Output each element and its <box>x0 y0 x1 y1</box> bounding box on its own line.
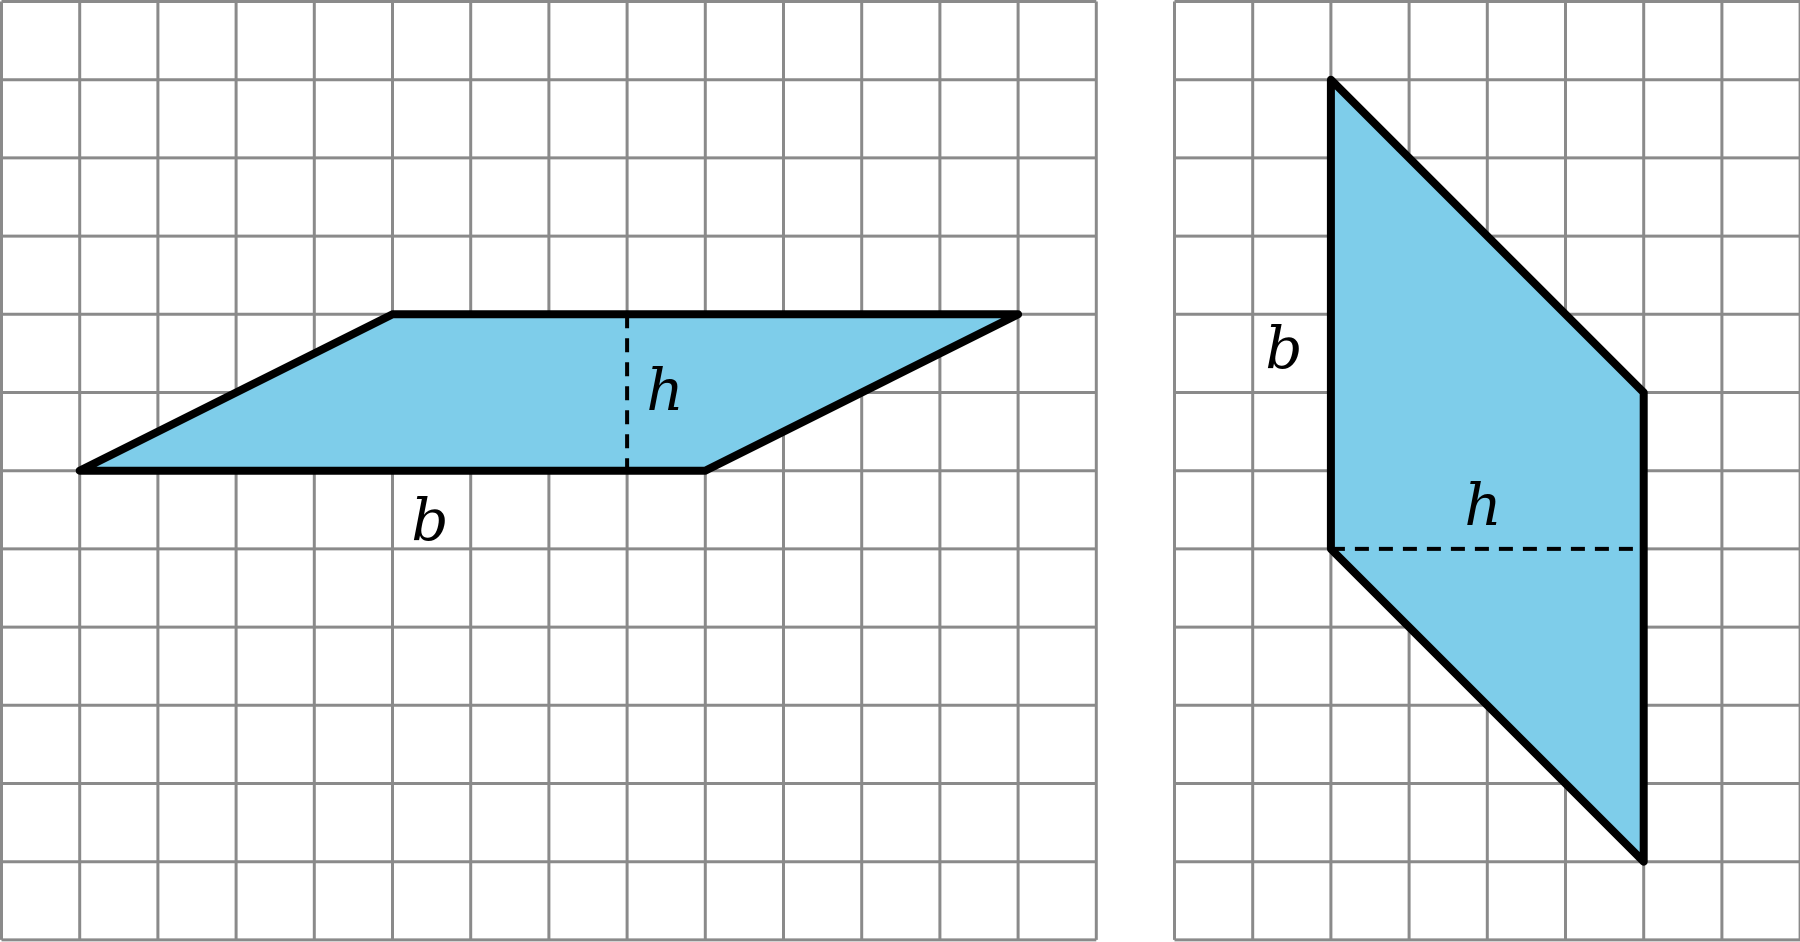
right-grid-panel: bh <box>1173 0 1800 942</box>
base-label: b <box>1265 314 1302 382</box>
parallelogram-left <box>75 310 1023 475</box>
height-label: h <box>1464 471 1501 539</box>
parallelogram-right <box>1326 75 1648 866</box>
base-label: b <box>411 486 448 554</box>
grid-lines <box>0 0 1098 942</box>
height-label: h <box>646 356 683 424</box>
left-grid-panel: bh <box>0 0 1098 942</box>
